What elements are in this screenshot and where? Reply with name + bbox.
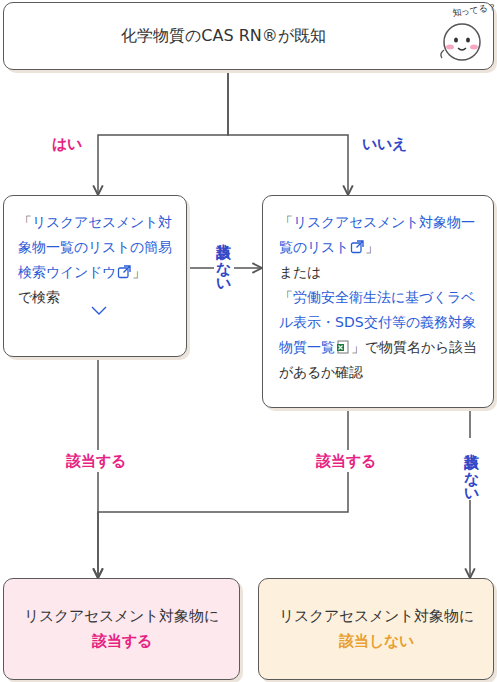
- node-text: または: [279, 260, 479, 285]
- edge-label: 該当する: [64, 450, 128, 472]
- node-text: リスクアセスメント対象物に: [265, 604, 487, 629]
- flow-arrow: [228, 70, 348, 195]
- text-holder: 「リスクアセスメント対象物一覧のリスト」または「労働安全衛生法に基づくラベル表示…: [279, 210, 479, 385]
- text-holder: 「リスクアセスメント対象物一覧のリストの簡易検索ウインドウ」で検索: [18, 210, 174, 310]
- flow-arrow: [98, 70, 228, 195]
- result-box: リスクアセスメント対象物に該当する: [3, 578, 240, 680]
- external-link-icon: [117, 265, 131, 279]
- question-box: 化学物質のCAS RN®が既知: [3, 2, 494, 70]
- edge-label: いいえ: [360, 133, 409, 155]
- node-text: で検索: [18, 285, 174, 310]
- chevron-symbol: [91, 306, 107, 316]
- flow-arrow: [98, 408, 348, 578]
- excel-icon: [336, 340, 350, 354]
- edge-label: 該当する: [314, 450, 378, 472]
- process-box: 「リスクアセスメント対象物一覧のリストの簡易検索ウインドウ」で検索: [3, 195, 187, 357]
- bracket: 」: [132, 264, 146, 280]
- node-text: リスクアセスメント対象物に: [10, 604, 233, 629]
- bracket: 「: [279, 289, 293, 305]
- result-text: 該当する: [10, 629, 233, 654]
- result-text: 該当しない: [265, 629, 487, 654]
- edge-label: はい: [50, 133, 84, 155]
- result-box: リスクアセスメント対象物に該当しない: [258, 578, 494, 680]
- text-holder: 化学物質のCAS RN®が既知: [14, 24, 433, 48]
- node-title: 化学物質のCAS RN®が既知: [121, 26, 325, 45]
- external-link-icon: [350, 240, 364, 254]
- process-box: 「リスクアセスメント対象物一覧のリスト」または「労働安全衛生法に基づくラベル表示…: [262, 195, 494, 408]
- text-holder: リスクアセスメント対象物に該当しない: [265, 604, 487, 654]
- bracket: 」: [365, 239, 379, 255]
- edge-label: 該当しない: [462, 438, 482, 500]
- text-holder: リスクアセスメント対象物に該当する: [10, 604, 233, 654]
- bracket: 「: [279, 214, 293, 230]
- edge-label: 該当しない: [214, 228, 234, 290]
- link-text: リスクアセスメント対象物一覧のリストの簡易検索ウインドウ: [18, 214, 172, 280]
- bracket: 「: [18, 214, 32, 230]
